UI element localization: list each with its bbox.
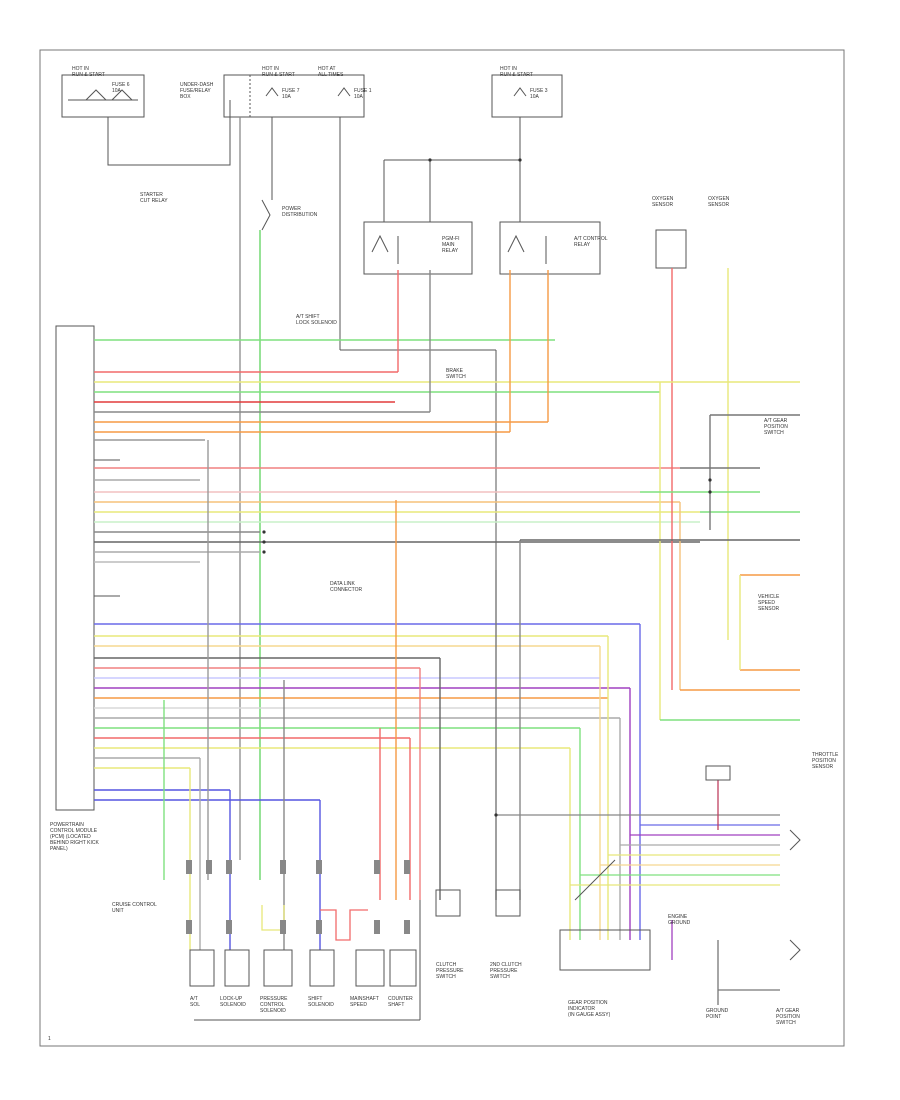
pcm-connector (55, 325, 120, 811)
right-sensor-wires (520, 381, 800, 721)
bottom-components (189, 889, 521, 1021)
green-feed-wires (239, 117, 261, 880)
page-number: 1 (48, 1036, 51, 1042)
lower-right-components (559, 765, 801, 971)
diagram-border (39, 49, 845, 1047)
bottom-connector-pins (186, 860, 410, 934)
junction-dots (262, 158, 712, 817)
lower-right-wires (496, 780, 780, 1005)
pcm-wires (94, 339, 700, 801)
power-section (61, 74, 687, 570)
